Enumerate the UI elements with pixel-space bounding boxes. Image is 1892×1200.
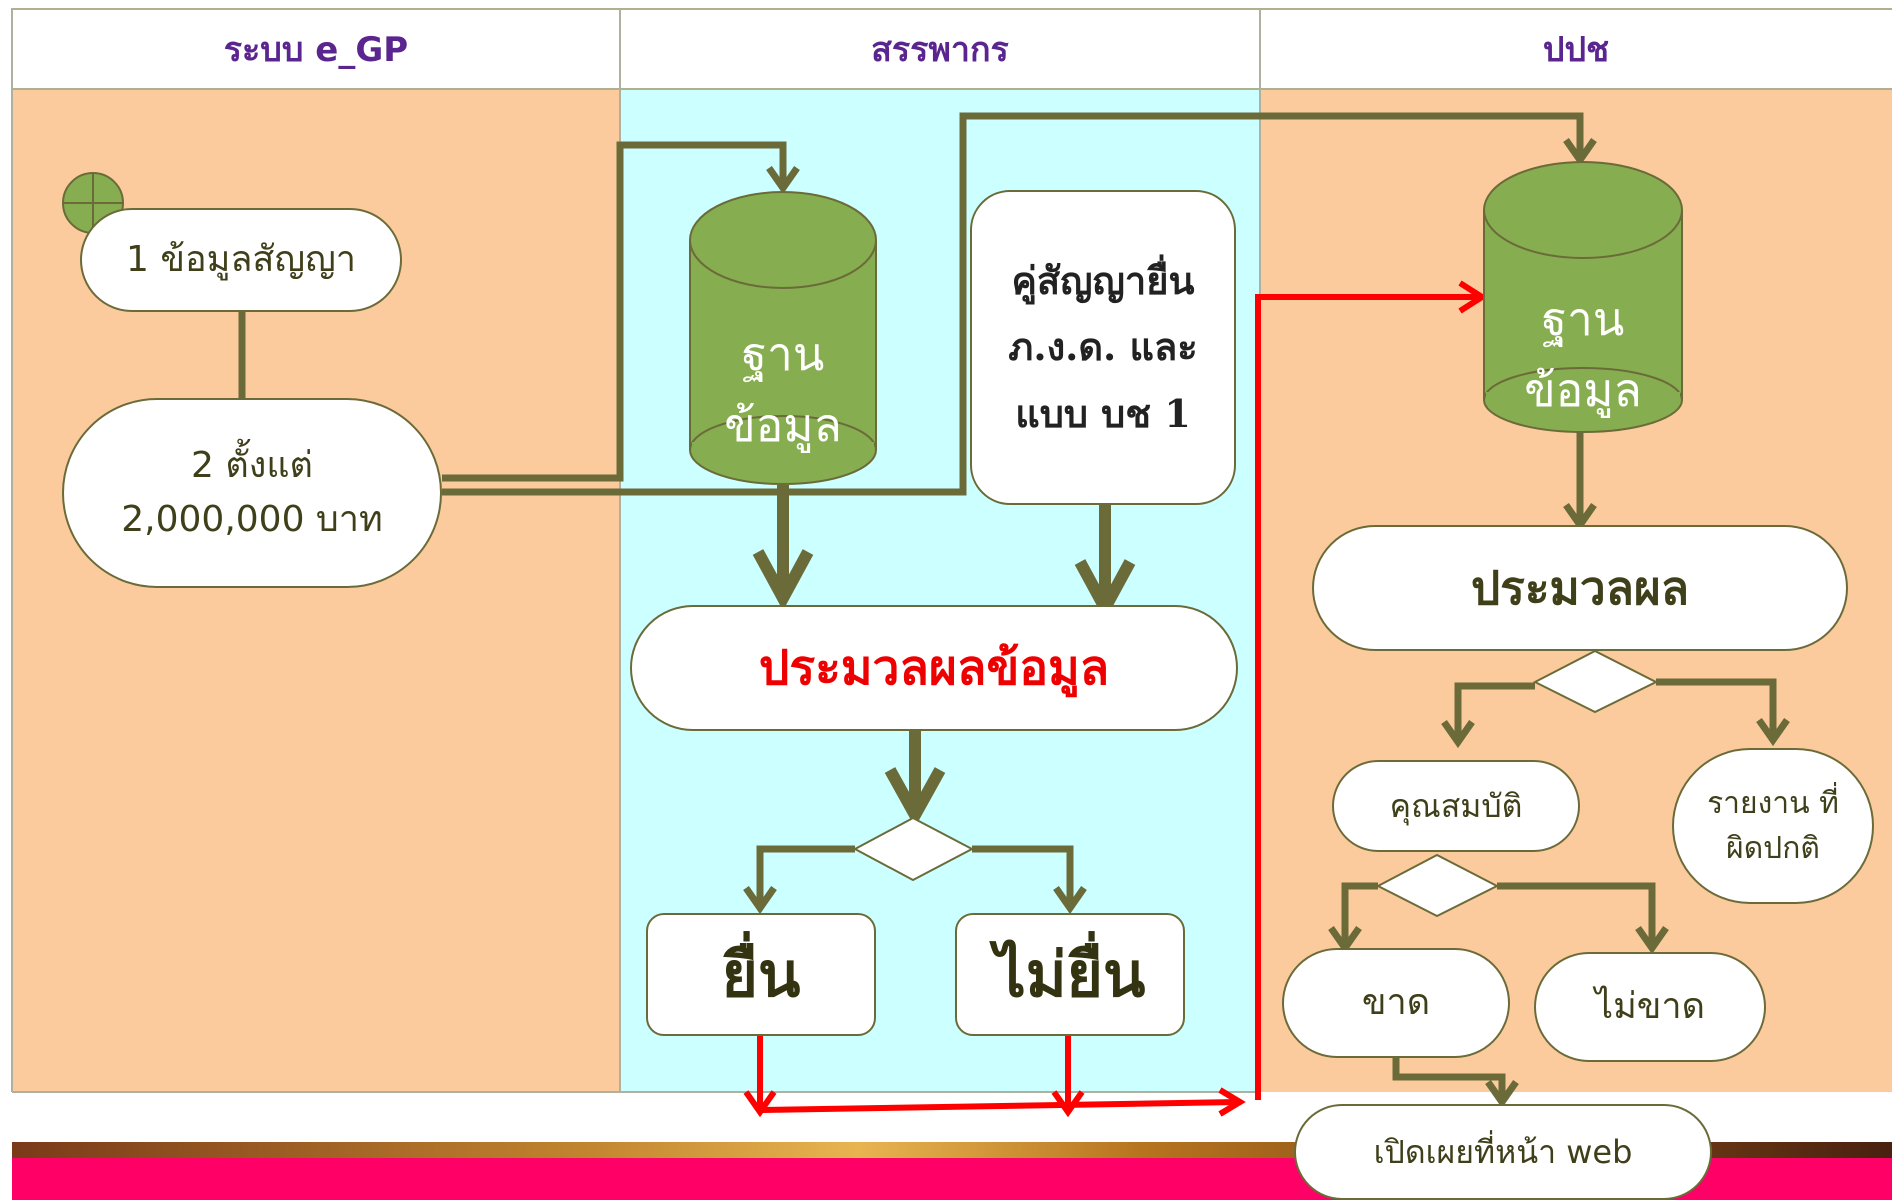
arrow-revenue-db-to-process (752, 485, 814, 611)
arrow-nacc-decision-to-report (1656, 678, 1790, 747)
arrow-disqualified-to-publish (1392, 1058, 1519, 1109)
lane-border-left (11, 8, 13, 1092)
lane-title-revenue: สรรพากร (871, 30, 1009, 70)
nacc-database-icon (1483, 161, 1683, 433)
revenue-database-label: ฐาน ข้อมูล (724, 326, 842, 452)
lane-title-nacc: ปปช (1542, 30, 1610, 70)
node-party-filing: คู่สัญญายื่น ภ.ง.ด. และ แบบ บช 1 (970, 190, 1236, 505)
arrow-filing-to-process (1074, 500, 1136, 621)
lane-title-egp: ระบบ e_GP (223, 30, 409, 70)
node-publish-web: เปิดเผยที่หน้า web (1294, 1104, 1712, 1200)
arrow-decision-to-not-filed (972, 845, 1087, 915)
revenue-decision-diamond (852, 816, 975, 882)
nacc-decision-diamond (1532, 649, 1659, 714)
node-not-disqualified: ไม่ขาด (1534, 952, 1766, 1062)
revenue-database-icon (689, 191, 877, 485)
header-row (12, 8, 1892, 90)
node-contract-data: 1 ข้อมูลสัญญา (80, 208, 402, 312)
arrow-nacc-decision-to-qualified (1441, 682, 1535, 749)
arrow-decision-to-filed (743, 845, 855, 915)
arrow-qualification-to-disqualified (1328, 882, 1378, 955)
arrow-threshold-to-revenue-db (442, 141, 800, 482)
arrow-qualification-to-not-disqualified (1497, 882, 1669, 955)
lane-bottom-line (12, 1091, 1260, 1093)
node-not-filed: ไม่ยื่น (955, 913, 1185, 1036)
node-nacc-process: ประมวลผล (1312, 525, 1848, 651)
nacc-database-label: ฐาน ข้อมูล (1524, 291, 1642, 417)
arrow-threshold-to-nacc-db (442, 112, 1597, 496)
qualification-decision-diamond (1375, 853, 1500, 918)
node-disqualified: ขาด (1282, 948, 1510, 1058)
node-abnormal-report: รายงาน ที่ ผิดปกติ (1672, 748, 1874, 904)
lane-divider-left (619, 8, 621, 1092)
node-threshold: 2 ตั้งแต่ 2,000,000 บาท (62, 398, 442, 588)
red-result-path (743, 280, 1488, 1118)
node-filed: ยื่น (646, 913, 876, 1036)
node-revenue-process: ประมวลผลข้อมูล (630, 605, 1238, 731)
node-qualified: คุณสมบัติ (1332, 760, 1580, 852)
